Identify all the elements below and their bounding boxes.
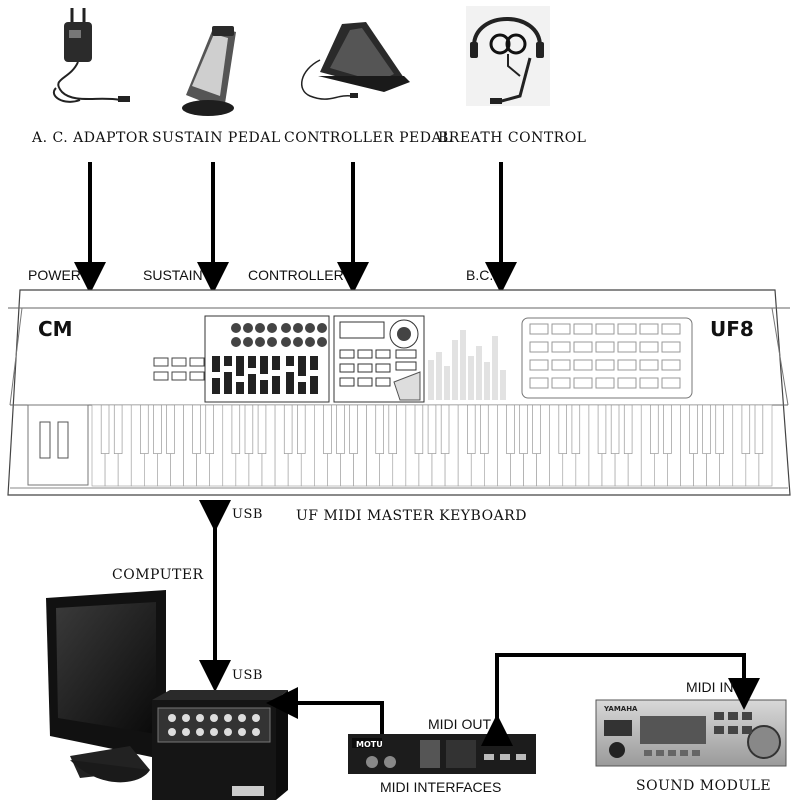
black-key — [702, 404, 711, 454]
keyboard-brand-right: UF8 — [710, 317, 754, 341]
black-key — [349, 404, 358, 454]
black-key — [166, 404, 175, 454]
motu-logo: MOTU — [356, 740, 383, 749]
black-key — [741, 404, 751, 454]
interface-to-computer-arrow — [266, 687, 384, 734]
black-key — [336, 404, 345, 454]
black-key — [519, 404, 528, 454]
black-key — [532, 404, 541, 454]
black-key — [754, 404, 764, 454]
black-key — [100, 404, 110, 454]
keyboard-caption: UF MIDI MASTER KEYBOARD — [296, 508, 527, 524]
black-key — [623, 404, 633, 454]
black-key — [297, 404, 306, 454]
label-sound-module: SOUND MODULE — [636, 778, 772, 794]
label-breath-control: BREATH CONTROL — [438, 130, 587, 146]
black-key — [558, 404, 567, 454]
label-ac-adaptor: A. C. ADAPTOR — [32, 130, 149, 146]
midi-out-to-in-arrow — [481, 653, 760, 746]
piano-keys — [91, 404, 773, 487]
midi-interface-icon: MOTU — [348, 734, 536, 774]
black-key — [689, 404, 698, 454]
black-key — [506, 404, 515, 454]
sustain-pedal-icon — [182, 26, 236, 116]
label-power-port: POWER — [28, 267, 81, 283]
black-key — [480, 404, 489, 454]
black-key — [323, 404, 332, 454]
black-key — [257, 404, 267, 454]
label-usb-bottom: USB — [232, 668, 263, 683]
black-key — [414, 404, 424, 454]
black-key — [715, 404, 724, 454]
label-controller-port: CONTROLLER — [248, 267, 344, 283]
keyboard-brand-left: CM — [38, 317, 73, 341]
controller-pedal-icon — [300, 22, 410, 100]
label-computer: COMPUTER — [112, 567, 204, 583]
sound-module-icon: YAMAHA — [595, 699, 787, 767]
black-key — [283, 404, 293, 454]
label-controller-pedal: CONTROLLER PEDAL — [284, 130, 452, 146]
label-midi-in: MIDI IN — [686, 679, 734, 695]
black-key — [375, 404, 384, 454]
black-key — [440, 404, 450, 454]
black-key — [571, 404, 581, 454]
black-key — [467, 404, 476, 454]
midi-keyboard: CM UF8 — [7, 289, 791, 496]
black-key — [231, 404, 241, 454]
label-sustain-pedal: SUSTAIN PEDAL — [152, 130, 281, 146]
black-key — [192, 404, 201, 454]
yamaha-logo: YAMAHA — [603, 705, 638, 713]
breath-control-icon — [466, 6, 550, 106]
black-key — [663, 404, 672, 454]
computer-icon — [46, 590, 288, 800]
black-key — [427, 404, 437, 454]
label-bc-port: B.C. — [466, 267, 494, 283]
black-key — [244, 404, 254, 454]
label-midi-interfaces: MIDI INTERFACES — [380, 779, 502, 795]
ac-adaptor-icon — [53, 8, 130, 103]
black-key — [597, 404, 607, 454]
label-midi-out: MIDI OUT — [428, 716, 491, 732]
black-key — [610, 404, 620, 454]
label-sustain-port: SUSTAIN — [143, 267, 203, 283]
black-key — [205, 404, 214, 454]
label-usb-top: USB — [232, 507, 263, 522]
black-key — [140, 404, 149, 454]
black-key — [113, 404, 123, 454]
black-key — [650, 404, 659, 454]
black-key — [153, 404, 162, 454]
black-key — [388, 404, 397, 454]
